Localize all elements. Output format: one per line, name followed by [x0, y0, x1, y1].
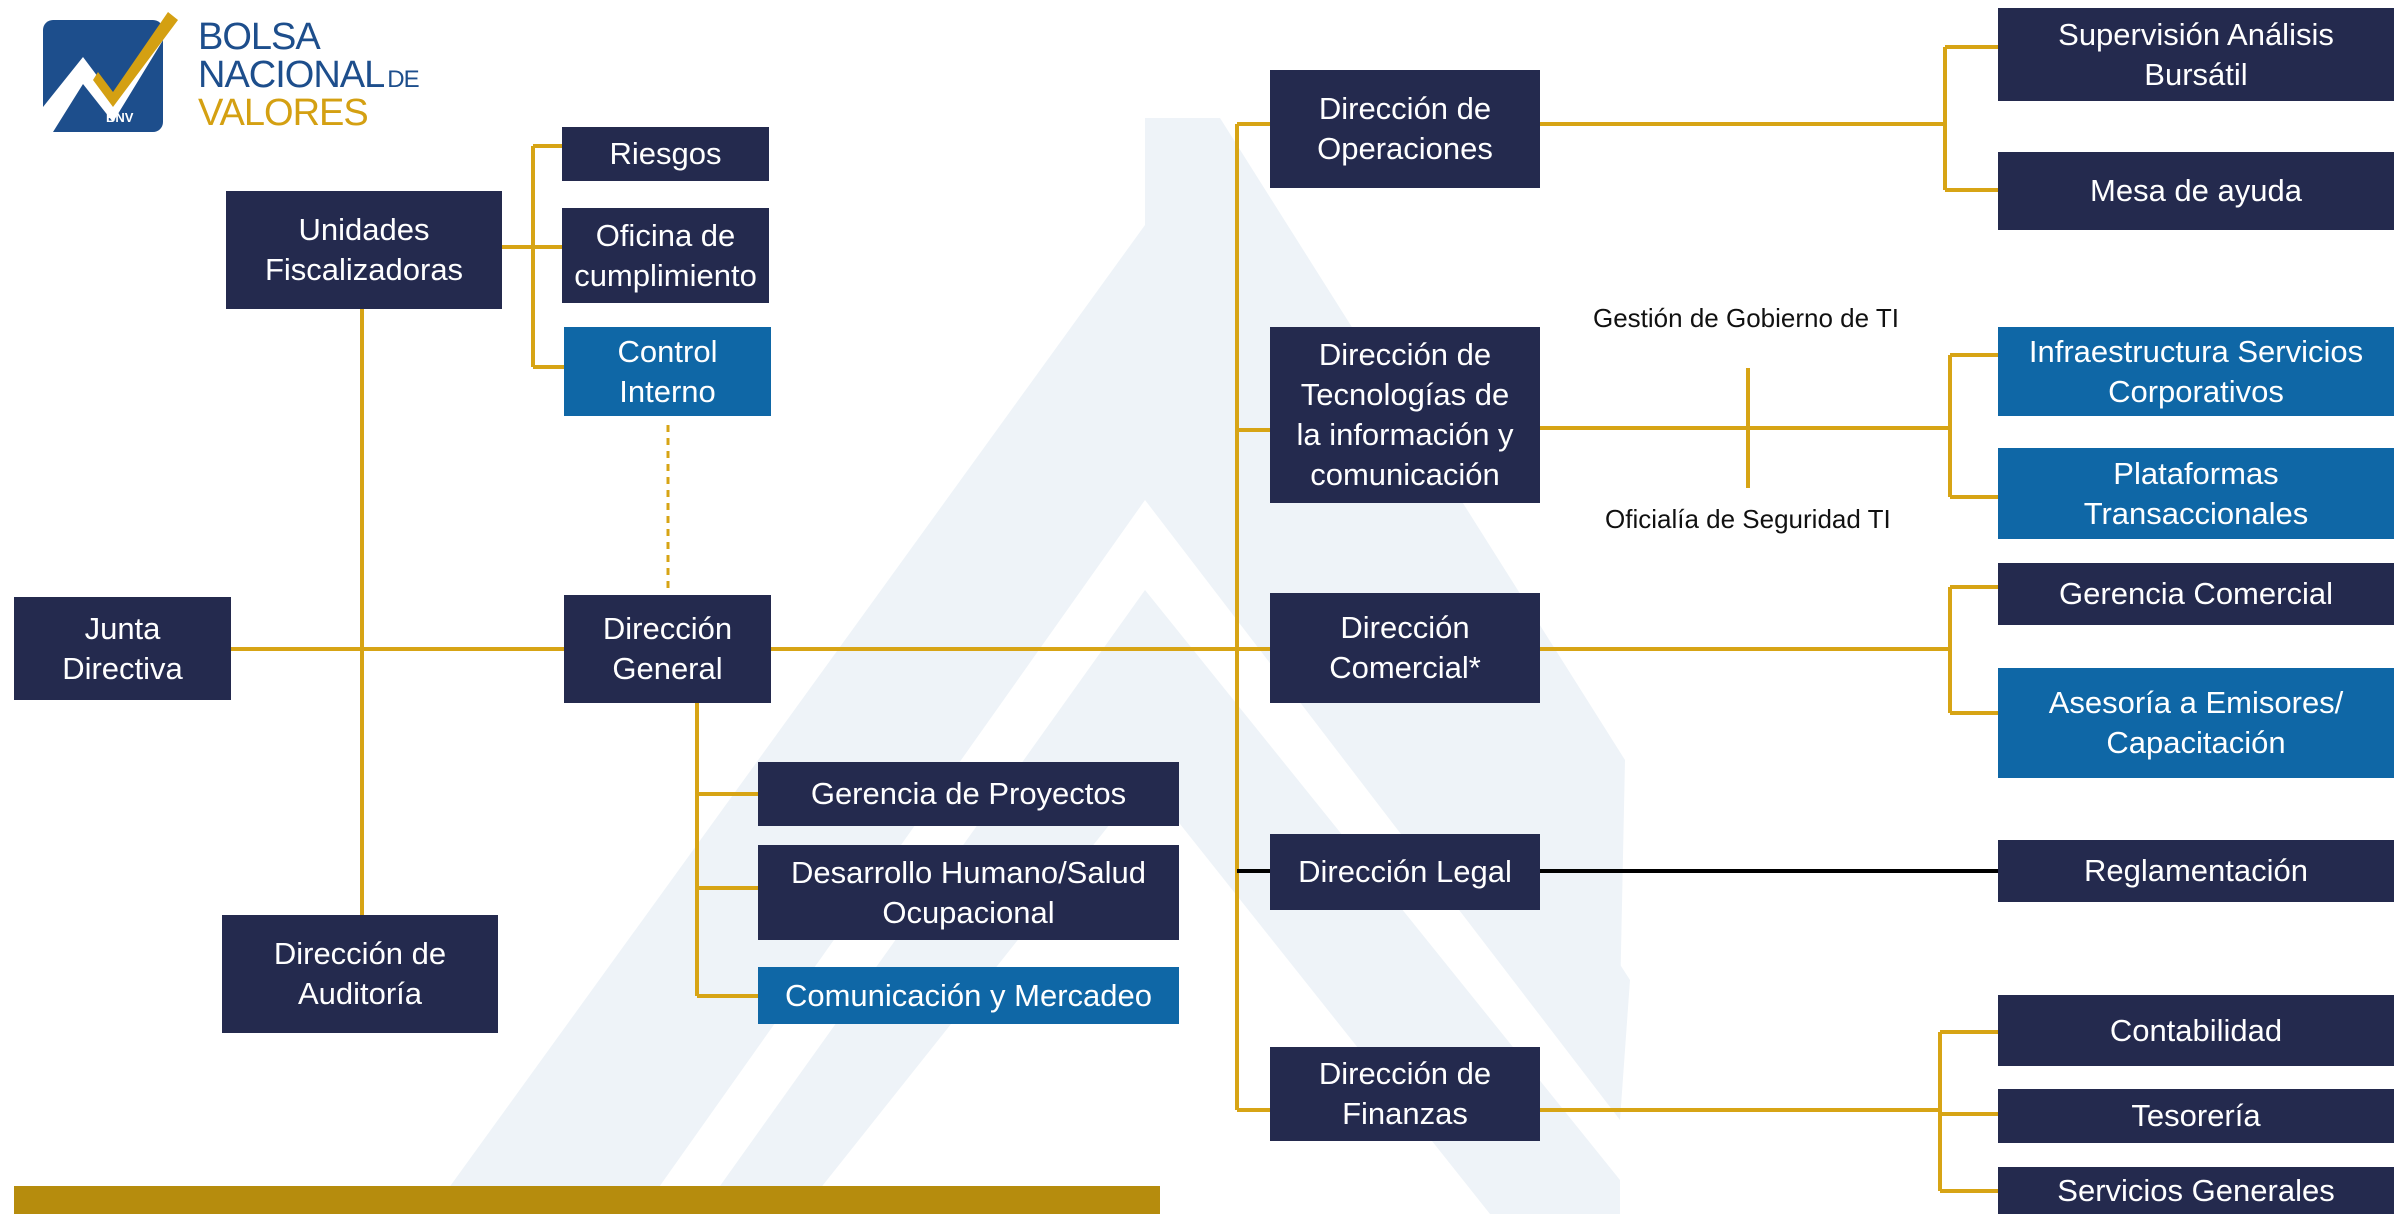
logo-mark-icon — [43, 12, 178, 132]
watermark-shape-large — [430, 225, 1630, 1214]
box-comunicacion-mercadeo: Comunicación y Mercadeo — [758, 967, 1179, 1024]
logo-line-bolsa: BOLSA — [198, 16, 321, 58]
label-oficialia-seguridad-ti: Oficialía de Seguridad TI — [1605, 504, 1891, 534]
box-oficina-cumplimiento: Oficina de cumplimiento — [562, 208, 769, 303]
box-servicios-generales: Servicios Generales — [1998, 1167, 2394, 1214]
box-junta-directiva: Junta Directiva — [14, 597, 231, 700]
box-direccion-operaciones: Dirección de Operaciones — [1270, 70, 1540, 188]
box-direccion-comercial: Dirección Comercial* — [1270, 593, 1540, 703]
box-direccion-finanzas: Dirección de Finanzas — [1270, 1047, 1540, 1141]
box-direccion-general: Dirección General — [564, 595, 771, 703]
box-control-interno: Control Interno — [564, 327, 771, 416]
box-reglamentacion: Reglamentación — [1998, 840, 2394, 902]
box-mesa-ayuda: Mesa de ayuda — [1998, 152, 2394, 230]
box-desarrollo-humano: Desarrollo Humano/Salud Ocupacional — [758, 845, 1179, 940]
box-infraestructura-servicios: Infraestructura Servicios Corporativos — [1998, 327, 2394, 416]
box-gerencia-comercial: Gerencia Comercial — [1998, 563, 2394, 625]
box-direccion-auditoria: Dirección de Auditoría — [222, 915, 498, 1033]
logo-badge: BNV — [106, 110, 134, 125]
box-plataformas-transaccionales: Plataformas Transaccionales — [1998, 448, 2394, 539]
box-contabilidad: Contabilidad — [1998, 995, 2394, 1066]
footer-bar — [14, 1186, 1160, 1214]
box-direccion-tecnologias: Dirección de Tecnologías de la informaci… — [1270, 327, 1540, 503]
box-riesgos: Riesgos — [562, 127, 769, 181]
box-gerencia-proyectos: Gerencia de Proyectos — [758, 762, 1179, 826]
label-gestion-gobierno-ti: Gestión de Gobierno de TI — [1593, 303, 1899, 333]
watermark-shape-upper — [1145, 118, 1625, 1000]
logo-line-valores: VALORES — [198, 92, 369, 134]
box-unidades-fiscalizadoras: Unidades Fiscalizadoras — [226, 191, 502, 309]
box-direccion-legal: Dirección Legal — [1270, 834, 1540, 910]
box-asesoria-emisores: Asesoría a Emisores/ Capacitación — [1998, 668, 2394, 778]
box-tesoreria: Tesorería — [1998, 1089, 2394, 1143]
box-supervision-analisis: Supervisión Análisis Bursátil — [1998, 8, 2394, 101]
